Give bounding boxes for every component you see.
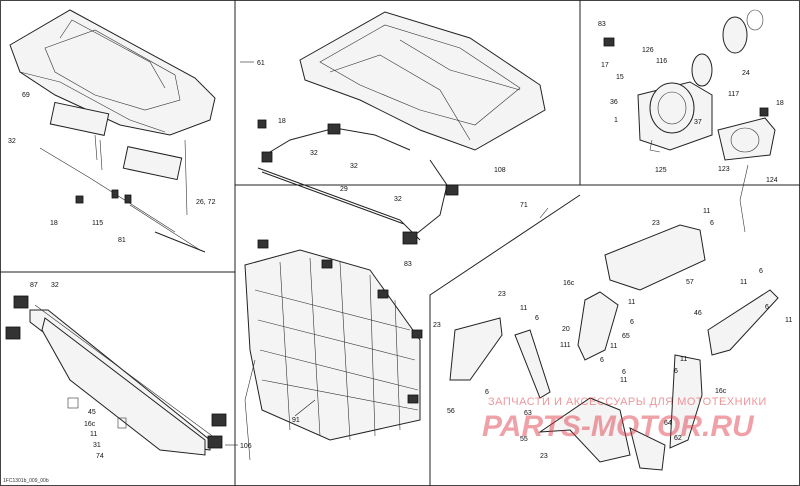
callout-11: 11 — [620, 377, 627, 384]
callout-18: 18 — [278, 118, 286, 125]
callout-11: 11 — [520, 305, 527, 312]
fender-assembly — [449, 224, 779, 471]
callout-83: 83 — [598, 21, 606, 28]
callout-1: 1 — [614, 117, 618, 124]
leader-lines — [225, 61, 549, 446]
callout-63: 63 — [524, 410, 532, 417]
callout-32: 32 — [51, 282, 59, 289]
roof-assembly — [257, 11, 546, 245]
callout-17: 17 — [601, 62, 609, 69]
callout-64: 64 — [664, 420, 672, 427]
callout-6: 6 — [630, 319, 634, 326]
callout-56: 56 — [447, 408, 455, 415]
callout-117: 117 — [728, 91, 739, 98]
callout-32: 32 — [310, 150, 318, 157]
callout-69: 69 — [22, 92, 30, 99]
callout-91: 91 — [292, 417, 300, 424]
callout-71: 71 — [520, 202, 528, 209]
callout-6: 6 — [600, 357, 604, 364]
callout-37: 37 — [694, 119, 702, 126]
callout-11: 11 — [680, 356, 687, 363]
callout-111: 111 — [560, 342, 571, 349]
callout-46: 46 — [694, 310, 702, 317]
callout-16c: 16c — [84, 421, 96, 428]
callout-123: 123 — [718, 166, 730, 173]
speaker-assembly — [603, 9, 776, 233]
callout-11: 11 — [785, 317, 792, 324]
watermark-tagline: ЗАПЧАСТИ И АКСЕССУАРЫ ДЛЯ МОТОТЕХНИКИ — [488, 396, 767, 408]
callout-116: 116 — [656, 58, 667, 65]
callout-81: 81 — [118, 237, 126, 244]
callout-125: 125 — [655, 167, 667, 174]
callout-29: 29 — [340, 186, 348, 193]
callout-6: 6 — [485, 389, 489, 396]
rear-window-assembly — [5, 295, 227, 456]
callout-11: 11 — [90, 431, 97, 438]
callout-126: 126 — [642, 47, 654, 54]
callout-32: 32 — [394, 196, 402, 203]
callout-83: 83 — [404, 261, 412, 268]
callout-6: 6 — [759, 268, 763, 275]
callout-62: 62 — [674, 435, 682, 442]
callout-74: 74 — [96, 453, 104, 460]
callout-18: 18 — [776, 100, 784, 107]
callout-87: 87 — [30, 282, 38, 289]
callout-32: 32 — [350, 163, 358, 170]
callout-23: 23 — [652, 220, 660, 227]
callout-16c: 16c — [563, 280, 575, 287]
callout-24: 24 — [742, 70, 750, 77]
callout-108: 108 — [494, 167, 506, 174]
callout-31: 31 — [93, 442, 101, 449]
callout-6: 6 — [622, 369, 626, 376]
callout-6: 6 — [710, 220, 714, 227]
callout-6: 6 — [535, 315, 539, 322]
callout-124: 124 — [766, 177, 778, 184]
roof-liner-assembly — [9, 9, 216, 253]
callout-20: 20 — [562, 326, 570, 333]
callout-36: 36 — [610, 99, 618, 106]
callout-11: 11 — [703, 208, 710, 215]
callout-18: 18 — [50, 220, 58, 227]
callout-15: 15 — [616, 74, 624, 81]
callout-55: 55 — [520, 436, 528, 443]
callout-45: 45 — [88, 409, 96, 416]
callout-61: 61 — [257, 60, 265, 67]
callout-11: 11 — [628, 299, 635, 306]
watermark-logo: PARTS-MOTOR.RU — [482, 410, 755, 443]
callout-32: 32 — [8, 138, 16, 145]
callout-11: 11 — [610, 343, 617, 350]
document-code: 1FC1301b_009_00b — [3, 478, 49, 484]
callout-11: 11 — [740, 279, 747, 286]
callout-23: 23 — [433, 322, 441, 329]
callout-26-72: 26, 72 — [196, 199, 216, 206]
callout-57: 57 — [686, 279, 694, 286]
net-assembly — [244, 239, 423, 461]
callout-23: 23 — [540, 453, 548, 460]
callout-106: 106 — [240, 443, 252, 450]
callout-6: 6 — [765, 304, 769, 311]
callout-23: 23 — [498, 291, 506, 298]
watermark: ЗАПЧАСТИ И АКСЕССУАРЫ ДЛЯ МОТОТЕХНИКИ PA… — [482, 396, 767, 443]
callout-115: 115 — [92, 220, 103, 227]
callout-6: 6 — [674, 368, 678, 375]
callout-65: 65 — [622, 333, 630, 340]
callout-16c: 16c — [715, 388, 727, 395]
callout-labels: 69 32 18 115 81 26, 72 61 18 32 32 29 32… — [8, 21, 792, 460]
